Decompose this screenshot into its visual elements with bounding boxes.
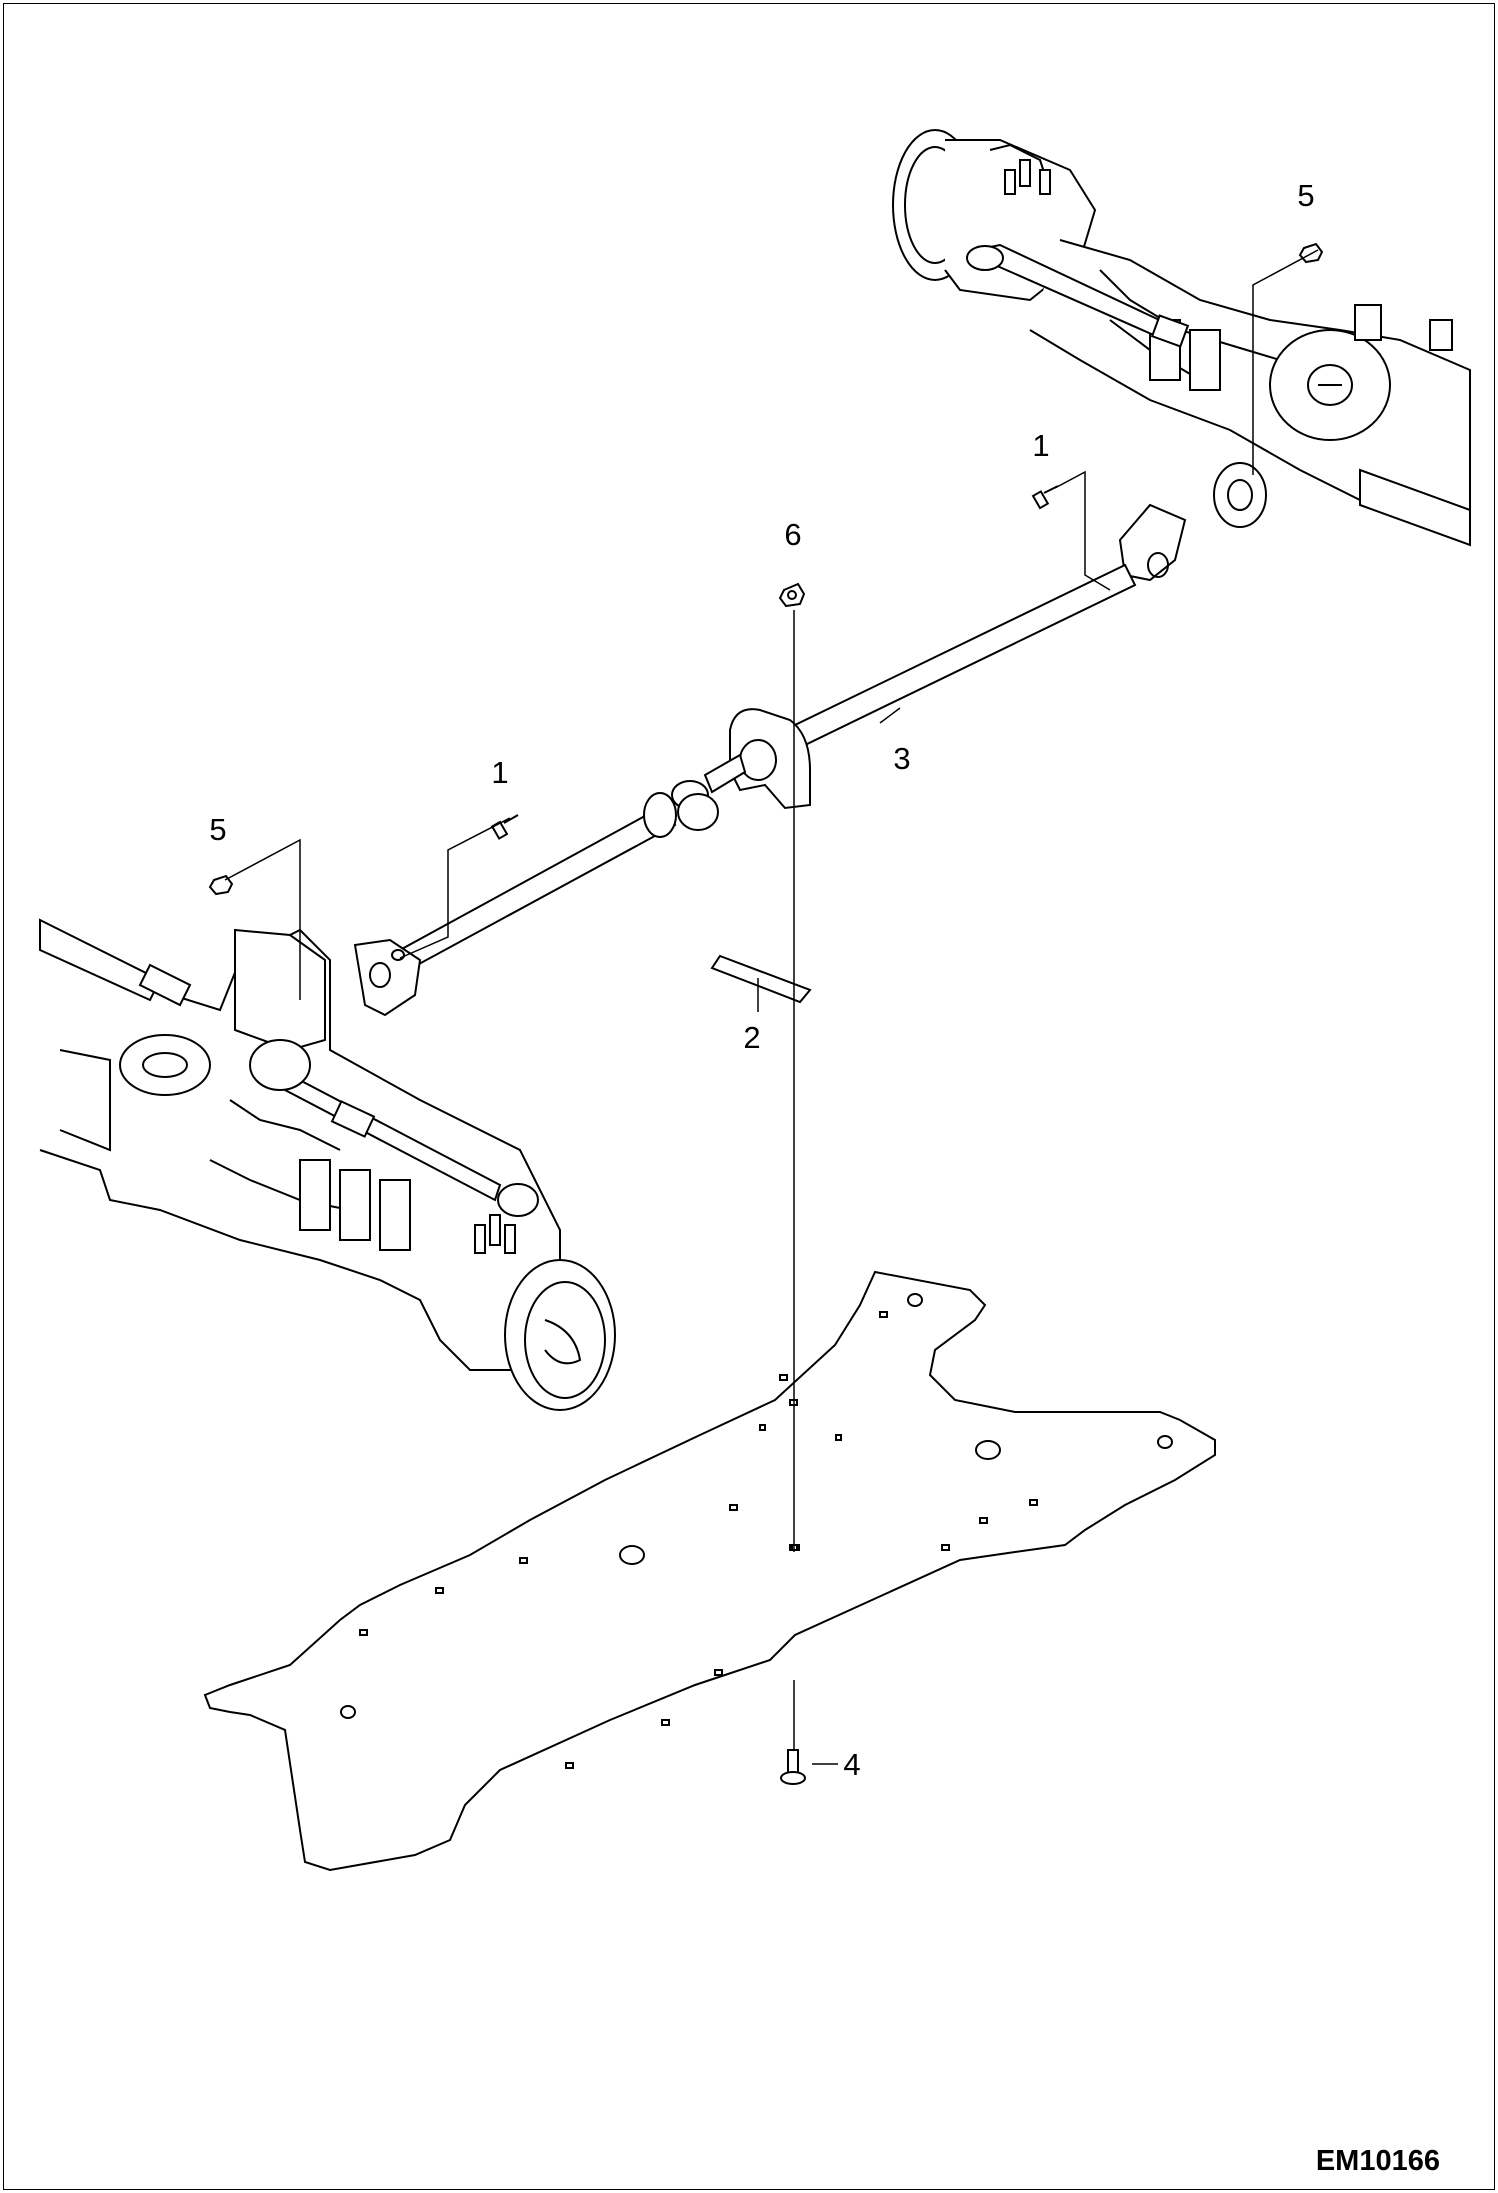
callout-drive-shaft: 3 bbox=[893, 741, 910, 776]
callout-nut-top: 6 bbox=[784, 517, 801, 552]
belly-pan bbox=[203, 1270, 1216, 1872]
nut-top bbox=[778, 582, 806, 608]
drawing-code: EM10166 bbox=[1316, 2145, 1440, 2177]
callout-bolt-bottom: 4 bbox=[843, 1747, 860, 1782]
drive-shaft bbox=[353, 503, 1187, 1017]
callout-bolt-upper: 1 bbox=[1032, 428, 1049, 463]
callout-bracket: 2 bbox=[743, 1020, 760, 1055]
callout-nut-rear: 5 bbox=[1297, 178, 1314, 213]
support-bracket bbox=[710, 954, 812, 1004]
rear-axle-assembly bbox=[892, 129, 1471, 547]
callout-bolt-lower: 1 bbox=[491, 755, 508, 790]
leader-lines bbox=[224, 249, 1319, 1765]
drawing-frame bbox=[3, 3, 1495, 2190]
callout-nut-front: 5 bbox=[209, 812, 226, 847]
bolt-bottom bbox=[780, 1749, 806, 1785]
front-axle-assembly bbox=[39, 918, 616, 1411]
bolt-upper bbox=[1031, 485, 1059, 510]
bolt-lower bbox=[490, 814, 519, 840]
nut-front bbox=[208, 874, 234, 896]
